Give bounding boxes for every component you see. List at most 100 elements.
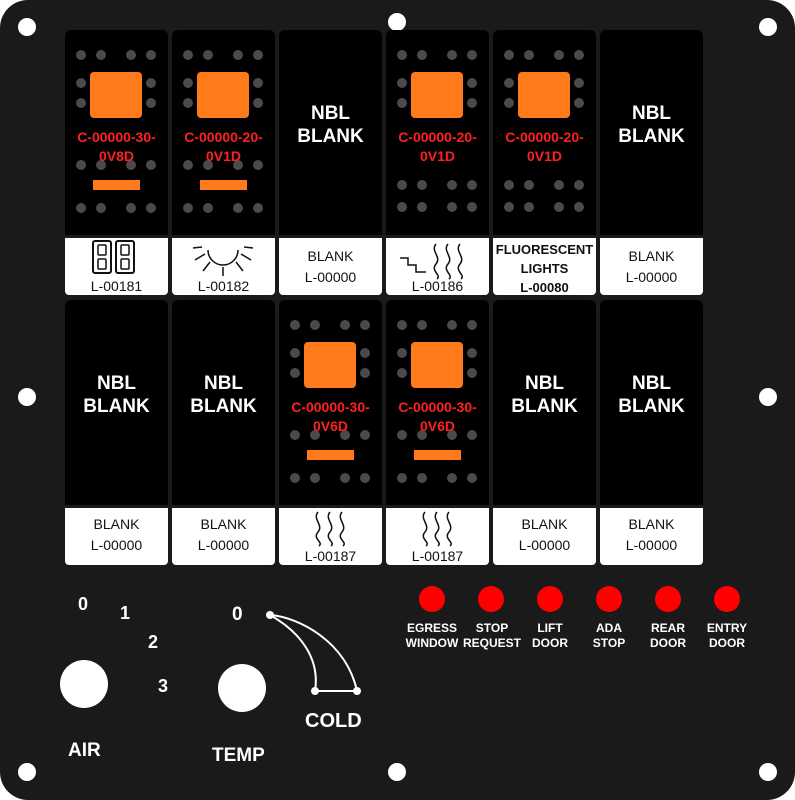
indicator-dot <box>504 98 514 108</box>
indicator-dot <box>504 202 514 212</box>
indicator-dot <box>233 203 243 213</box>
blank-title-line: NBL <box>96 373 137 394</box>
indicator-dot <box>574 98 584 108</box>
indicator-dot <box>397 473 407 483</box>
temp-cold-label: COLD <box>305 710 362 732</box>
indicator-dot <box>290 368 300 378</box>
air-knob[interactable] <box>60 660 108 708</box>
switch-legend: BLANK L-00000 <box>172 508 275 565</box>
indicator-dot <box>524 202 534 212</box>
blank-title-line: NBL <box>310 103 351 124</box>
indicator-dot <box>253 160 263 170</box>
indicator-dot <box>310 430 320 440</box>
switch-code: C-00000-30-0V6D <box>279 398 382 436</box>
indicator-dot <box>76 98 86 108</box>
indicator-dot <box>397 202 407 212</box>
switch-legend: BLANK L-00000 <box>65 508 168 565</box>
indicator-dot <box>203 160 213 170</box>
indicator-dot <box>524 50 534 60</box>
screw-hole <box>18 763 36 781</box>
blank-title-line: NBL <box>631 373 672 394</box>
indicator-dot <box>397 50 407 60</box>
indicator-led-entry-door <box>714 586 740 612</box>
switch-legend: L-00187 <box>386 508 489 565</box>
rocker-switch[interactable]: C-00000-30- 0V8D <box>65 30 168 235</box>
indicator-dot <box>183 50 193 60</box>
legend-code: L-00000 <box>304 269 357 285</box>
indicator-dot <box>467 368 477 378</box>
switch-legend: BLANK L-00000 <box>493 508 596 565</box>
indicator-dot <box>504 78 514 88</box>
indicator-dot <box>504 50 514 60</box>
legend-code: L-00000 <box>90 537 143 553</box>
switch-code-line: 0V1D <box>205 148 242 164</box>
switch-legend: L-00186 <box>386 238 489 295</box>
indicator-dot <box>360 430 370 440</box>
indicator-led-lift-door <box>537 586 563 612</box>
indicator-dot <box>340 430 350 440</box>
indicator-dot <box>233 160 243 170</box>
indicator-dot <box>96 203 106 213</box>
indicator-dot <box>290 348 300 358</box>
switch-code-line: C-00000-30- <box>291 399 370 415</box>
indicator-dot <box>290 430 300 440</box>
indicator-dot <box>397 320 407 330</box>
legend-code: L-00187 <box>304 548 357 564</box>
rocker-switch[interactable]: C-00000-30-0V6D <box>386 300 489 505</box>
indicator-dot <box>554 50 564 60</box>
rocker-switch[interactable]: C-00000-20-0V1D <box>386 30 489 235</box>
switch-code: C-00000-20- 0V1D <box>493 128 596 166</box>
rocker-switch[interactable]: C-00000-20- 0V1D <box>493 30 596 235</box>
indicator-dot <box>203 203 213 213</box>
air-label: AIR <box>68 740 101 761</box>
indicator-dot <box>290 320 300 330</box>
indicator-dot <box>447 202 457 212</box>
legend-code: L-00000 <box>625 537 678 553</box>
switch-code-line: C-00000-20- <box>184 129 263 145</box>
temp-knob[interactable] <box>218 664 266 712</box>
legend-text: BLANK <box>93 516 140 532</box>
indicator-dot <box>253 50 263 60</box>
legend-text: LIGHTS <box>520 261 569 276</box>
sun-icon <box>192 246 254 276</box>
indicator-dot <box>146 160 156 170</box>
switch-code-line: C-00000-20- <box>505 129 584 145</box>
blank-title-line: NBL <box>203 373 244 394</box>
switch-code-line: C-00000-30- <box>77 129 156 145</box>
air-position-0: 0 <box>78 594 89 614</box>
legend-text: BLANK <box>628 248 675 264</box>
switch-code: C-00000-20- 0V1D <box>172 128 275 166</box>
indicator-dot <box>253 98 263 108</box>
switch-code-line: 0V8D <box>98 148 135 164</box>
indicator-dot <box>126 203 136 213</box>
legend-code: L-00080 <box>520 280 569 295</box>
switch-code: C-00000-30-0V6D <box>386 398 489 436</box>
legend-text: BLANK <box>200 516 247 532</box>
indicator-dot <box>524 180 534 190</box>
indicator-dot <box>76 203 86 213</box>
indicator-dot <box>397 98 407 108</box>
switch-legend: L-00181 <box>65 238 168 295</box>
indicator-dot <box>554 180 564 190</box>
indicator-dot <box>340 320 350 330</box>
rocker-switch[interactable]: C-00000-30-0V6D <box>279 300 382 505</box>
heat-waves-icon <box>422 511 452 547</box>
indicator-dot <box>417 473 427 483</box>
switch-code-line: 0V1D <box>526 148 563 164</box>
legend-code: L-00187 <box>411 548 464 564</box>
indicator-dot <box>310 473 320 483</box>
indicator-dot <box>467 320 477 330</box>
rocker-switch[interactable]: C-00000-20- 0V1D <box>172 30 275 235</box>
blank-title-line: BLANK <box>190 396 257 417</box>
indicator-dot <box>447 320 457 330</box>
legend-text: BLANK <box>307 248 354 264</box>
indicator-dot <box>96 160 106 170</box>
indicator-dot <box>290 473 300 483</box>
blank-title-line: BLANK <box>511 396 578 417</box>
amber-lamp <box>411 72 463 118</box>
